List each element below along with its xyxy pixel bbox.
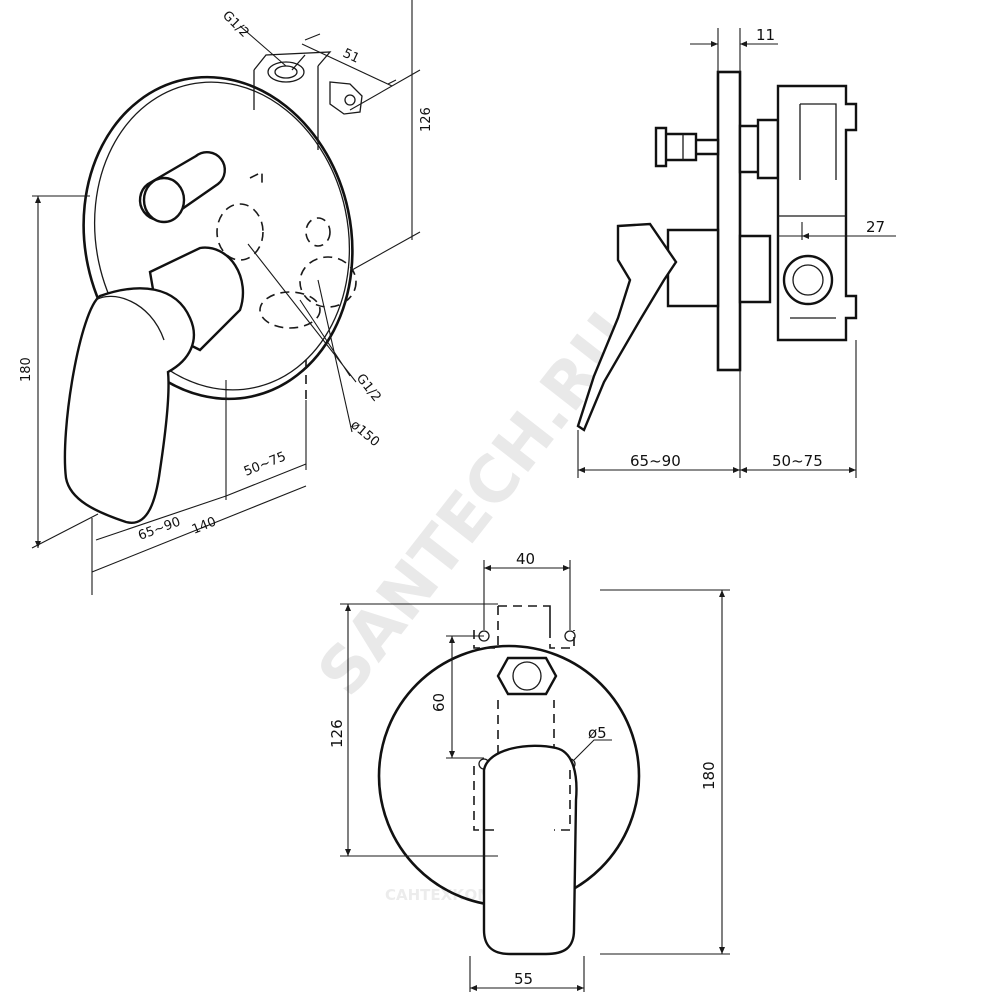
front-diverter-center: [512, 661, 542, 691]
side-handle-spindle: [738, 234, 772, 304]
iso-dim-width-51-label: 51: [340, 46, 361, 67]
side-outlet-bore: [792, 264, 824, 296]
iso-leader-thread-top: [239, 25, 287, 67]
iso-cover-plate: [82, 75, 354, 401]
side-extension-lines: [577, 28, 857, 478]
iso-top-inlet-bore: [274, 65, 298, 79]
iso-dim-depth: [225, 463, 307, 497]
front-dim-handle-width-label: 55: [514, 970, 533, 988]
iso-mount-bracket: [329, 81, 363, 115]
iso-diverter-knob-face: [142, 176, 186, 224]
iso-hidden-port-mid: [299, 256, 357, 308]
front-lever-inner: [473, 766, 571, 831]
front-dim-height-total-label: 180: [700, 761, 718, 790]
iso-diameter-label: ø150: [347, 418, 382, 451]
side-dim-reach-label: 65~90: [630, 452, 681, 470]
side-diverter-knob: [654, 126, 720, 168]
iso-hidden-port-top: [216, 203, 264, 261]
front-diverter-hex: [496, 656, 558, 696]
front-dim-mount-spacing-label: 40: [516, 550, 535, 568]
front-dim-vertical-label: 60: [430, 693, 448, 712]
front-mixer-lever: [482, 744, 578, 956]
iso-dim-depth-label: 50~75: [242, 449, 288, 479]
front-view: 40 60 ø5 126 180 55: [328, 550, 730, 992]
front-leader-hole: [573, 739, 612, 761]
iso-leader-thread-side: [247, 243, 357, 383]
front-dim-height-body-label: 126: [328, 719, 346, 748]
front-mount-hole-tr: [564, 630, 576, 642]
side-outlet-port: [782, 254, 834, 306]
iso-dim-height-126-label: 126: [419, 107, 434, 132]
iso-thread-top-label: G1/2: [219, 8, 252, 41]
side-view: 11 27 65~90 50~75: [576, 26, 896, 478]
dimension-arrows: [35, 41, 856, 991]
iso-top-inlet-pipe: [253, 51, 332, 150]
iso-top-inlet-thread: [267, 61, 305, 83]
side-cover-plate: [716, 70, 742, 372]
iso-hidden-body: [249, 170, 307, 400]
iso-leader-diameter: [317, 279, 353, 433]
side-handle-stem: [666, 228, 720, 308]
iso-hidden-port-low: [259, 291, 321, 329]
isometric-view: 180 126 51 G1/2 G1/2 ø150 50~75 65~90 14…: [19, 0, 434, 595]
iso-dim-total-length-label: 140: [190, 515, 219, 538]
iso-extension-lines: [31, 33, 421, 595]
iso-cover-plate-rim: [93, 81, 351, 391]
side-mixer-lever: [576, 222, 678, 432]
iso-dim-width-51: [301, 43, 393, 87]
iso-dim-height-180-label: 180: [19, 357, 34, 382]
side-dim-port-label: 27: [866, 218, 885, 236]
iso-dim-reach: [95, 495, 227, 541]
side-housing-inner: [778, 103, 846, 319]
front-extension-lines: [340, 560, 730, 992]
iso-dim-total-length: [91, 485, 307, 573]
iso-thread-side-label: G1/2: [353, 371, 384, 405]
front-hidden-body: [473, 605, 575, 857]
side-dim-depth-label: 50~75: [772, 452, 823, 470]
iso-hidden-port-small: [305, 217, 331, 247]
side-valve-nut: [756, 118, 780, 180]
iso-mount-hole: [344, 94, 356, 106]
iso-mixer-lever: [63, 287, 195, 525]
iso-mixer-lever-edge: [95, 295, 165, 341]
front-hole-diameter-label: ø5: [588, 724, 607, 742]
side-dim-plate-label: 11: [756, 26, 775, 44]
